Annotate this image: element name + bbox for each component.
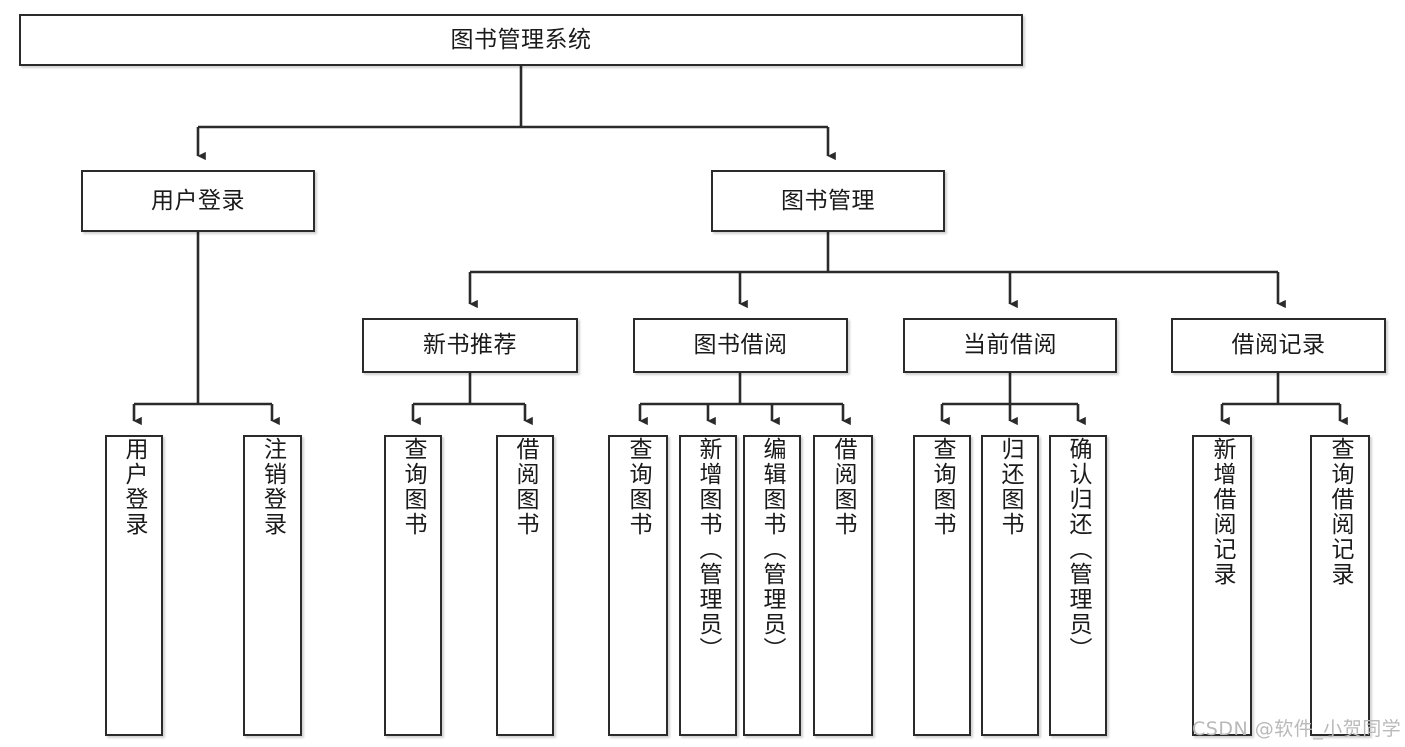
node-borrow-records[interactable]: 借阅记录 xyxy=(1171,318,1386,373)
node-user-login[interactable]: 用户登录 xyxy=(81,170,315,232)
node-label: 当前借阅 xyxy=(963,332,1057,359)
leaf-current-return-book[interactable]: 归还图书 xyxy=(981,435,1039,736)
watermark-text: CSDN @软件_小贺同学 xyxy=(1192,718,1402,740)
node-label: 新书推荐 xyxy=(423,332,517,359)
node-label: 查询图书 xyxy=(400,437,427,537)
leaf-borrow-edit-book-admin[interactable]: 编辑图书（管理员） xyxy=(743,435,801,736)
leaf-recommend-query-book[interactable]: 查询图书 xyxy=(384,435,442,736)
leaf-borrow-query-book[interactable]: 查询图书 xyxy=(608,435,668,736)
leaf-borrow-add-book-admin[interactable]: 新增图书（管理员） xyxy=(679,435,737,736)
node-label: 图书借阅 xyxy=(693,332,788,359)
leaf-borrow-borrow-book[interactable]: 借阅图书 xyxy=(813,435,873,736)
leaf-user-login-login[interactable]: 用户登录 xyxy=(105,435,163,736)
node-label: 用户登录 xyxy=(121,437,148,537)
leaf-recommend-borrow-book[interactable]: 借阅图书 xyxy=(496,435,554,736)
node-new-book-recommend[interactable]: 新书推荐 xyxy=(362,318,578,373)
node-label: 新增借阅记录 xyxy=(1209,437,1236,587)
leaf-user-login-logout[interactable]: 注销登录 xyxy=(243,435,302,736)
leaf-current-query-book[interactable]: 查询图书 xyxy=(913,435,971,736)
node-label: 新增图书（管理员） xyxy=(695,437,722,662)
leaf-records-add-record[interactable]: 新增借阅记录 xyxy=(1192,435,1252,736)
node-label: 查询图书 xyxy=(929,437,956,537)
node-label: 确认归还（管理员） xyxy=(1065,437,1092,662)
node-label: 图书管理系统 xyxy=(450,26,592,53)
node-book-management[interactable]: 图书管理 xyxy=(711,170,945,232)
node-label: 借阅图书 xyxy=(512,437,539,537)
node-label: 图书管理 xyxy=(781,187,875,214)
node-current-borrow[interactable]: 当前借阅 xyxy=(903,318,1117,373)
node-label: 归还图书 xyxy=(997,437,1024,537)
node-label: 借阅图书 xyxy=(830,437,857,537)
node-root[interactable]: 图书管理系统 xyxy=(19,14,1023,66)
node-label: 借阅记录 xyxy=(1231,332,1326,359)
leaf-current-confirm-return-admin[interactable]: 确认归还（管理员） xyxy=(1049,435,1107,736)
leaf-records-query-record[interactable]: 查询借阅记录 xyxy=(1310,435,1370,736)
node-book-borrow[interactable]: 图书借阅 xyxy=(633,318,848,373)
node-label: 用户登录 xyxy=(151,187,245,214)
node-label: 注销登录 xyxy=(259,437,286,537)
node-label: 查询图书 xyxy=(625,437,652,537)
node-label: 查询借阅记录 xyxy=(1327,437,1354,587)
node-label: 编辑图书（管理员） xyxy=(759,437,786,662)
